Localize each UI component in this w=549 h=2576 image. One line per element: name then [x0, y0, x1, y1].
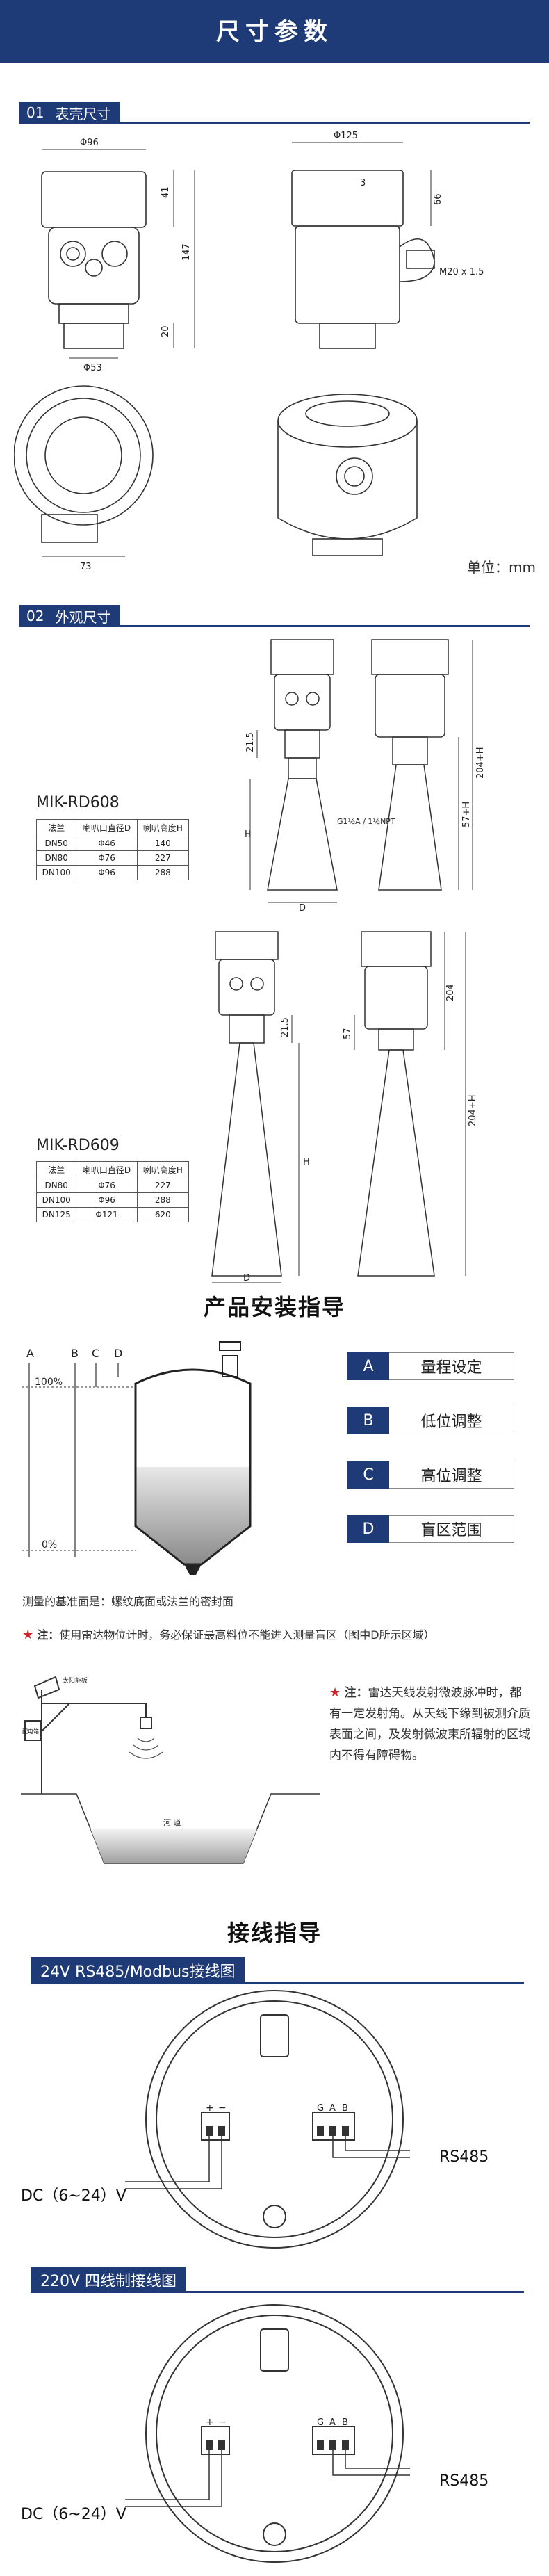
- housing-dimension-drawing: Φ96 41 147 20 Φ53 Φ125 3 66 M20 x 1.5 73: [14, 131, 484, 572]
- dim-3: 3: [360, 178, 366, 188]
- rd608-dim-h: H: [245, 829, 252, 840]
- rd608-dim-21-5: 21.5: [245, 732, 256, 752]
- terminal-plus: +: [206, 2417, 214, 2428]
- rd609-dim-204h: 204+H: [468, 1095, 478, 1126]
- wiring-220v-heading: 220V 四线制接线图: [31, 2267, 187, 2293]
- dim-41: 41: [161, 186, 171, 198]
- install-title: 产品安装指导: [203, 1294, 345, 1320]
- tank-level-100: 100%: [35, 1377, 63, 1388]
- rd608-dim-d: D: [299, 903, 306, 911]
- wiring-24v-rule: [31, 1982, 524, 1984]
- rd608-thread: G1½A / 1½NPT: [337, 817, 395, 826]
- river-install-diagram: 太阳能板 配电箱 河 道: [21, 1676, 320, 1864]
- rd609-dim-57: 57: [343, 1028, 353, 1039]
- river-label: 河 道: [163, 1817, 181, 1827]
- legend-item-b: B 低位调整: [347, 1407, 521, 1434]
- dim-20: 20: [161, 325, 171, 337]
- rd609-dim-21-5: 21.5: [280, 1017, 290, 1037]
- terminal-minus: −: [218, 2417, 227, 2428]
- dim-d125: Φ125: [334, 131, 358, 141]
- dim-66: 66: [433, 193, 443, 205]
- dim-d53: Φ53: [83, 363, 102, 373]
- tank-label-c: C: [92, 1347, 99, 1360]
- terminal-g: G: [317, 2103, 324, 2114]
- rd609-dim-204: 204: [445, 984, 456, 1001]
- section-label: 外观尺寸: [51, 605, 121, 627]
- rd608-dim-204h: 204+H: [475, 747, 486, 779]
- page-title: 尺寸参数: [216, 18, 333, 46]
- install-legend: A 量程设定 B 低位调整 C 高位调整 D 盲区范围: [347, 1352, 521, 1543]
- header-bar: [0, 0, 549, 63]
- section-number: 02: [19, 605, 51, 627]
- terminal-a: A: [329, 2417, 336, 2428]
- terminal-b: B: [342, 2103, 348, 2114]
- solar-panel-label: 太阳能板: [63, 1676, 88, 1685]
- wiring-220v-dc-label: DC（6~24）V: [21, 2506, 126, 2523]
- tank-level-0: 0%: [42, 1539, 57, 1550]
- section-02-heading: 02 外观尺寸: [19, 605, 121, 627]
- terminal-b: B: [342, 2417, 348, 2428]
- rd608-dimension-drawing: 21.5 H D 204+H 57+H G1½A / 1½NPT: [245, 639, 486, 911]
- wiring-24v-heading: 24V RS485/Modbus接线图: [31, 1957, 245, 1984]
- wiring-title: 接线指导: [227, 1920, 322, 1946]
- rd609-dimension-drawing: 21.5 H D 204 57 204+H: [211, 931, 478, 1283]
- tank-diagram: A B C D 100% 0%: [22, 1341, 252, 1575]
- section-01-rule: [19, 122, 530, 124]
- microwave-note: ★ 注：雷达天线发射微波脉冲时，都有一定发射角。从天线下缘到被测介质表面之间，及…: [329, 1685, 530, 1763]
- control-box-label: 配电箱: [22, 1728, 39, 1735]
- legend-item-c: C 高位调整: [347, 1461, 521, 1489]
- dim-147: 147: [181, 243, 192, 261]
- blind-zone-note: ★ 注：使用雷达物位计时，务必保证最高料位不能进入测量盲区（图中D所示区域）: [22, 1628, 435, 1642]
- section-01-heading: 01 表壳尺寸: [19, 102, 121, 124]
- wiring-24v-diagram: + − G A B: [125, 1990, 410, 2249]
- wiring-220v-diagram: + − G A B: [125, 2304, 410, 2563]
- dim-73: 73: [80, 562, 92, 572]
- rd609-dim-d: D: [243, 1273, 250, 1283]
- legend-item-d: D 盲区范围: [347, 1515, 521, 1543]
- tank-label-d: D: [114, 1347, 122, 1360]
- terminal-minus: −: [218, 2103, 227, 2114]
- terminal-g: G: [317, 2417, 324, 2428]
- star-icon: ★: [22, 1628, 34, 1642]
- rd608-model: MIK-RD608: [36, 794, 120, 811]
- rd608-dim-57h: 57+H: [461, 802, 472, 827]
- legend-item-a: A 量程设定: [347, 1352, 521, 1380]
- section-02-rule: [19, 625, 530, 627]
- star-icon: ★: [329, 1685, 341, 1700]
- rd609-model: MIK-RD609: [36, 1137, 120, 1154]
- wiring-24v-rs485-label: RS485: [439, 2148, 489, 2166]
- tank-label-b: B: [71, 1347, 79, 1360]
- section-label: 表壳尺寸: [51, 102, 121, 124]
- wiring-24v-dc-label: DC（6~24）V: [21, 2187, 126, 2205]
- section-number: 01: [19, 102, 51, 124]
- rd609-dim-h: H: [303, 1157, 310, 1167]
- tank-label-a: A: [26, 1347, 34, 1360]
- terminal-a: A: [329, 2103, 336, 2114]
- wiring-220v-rs485-label: RS485: [439, 2472, 489, 2490]
- base-note: 测量的基准面是：螺纹底面或法兰的密封面: [22, 1595, 234, 1608]
- dim-m20: M20 x 1.5: [439, 267, 484, 277]
- terminal-plus: +: [206, 2103, 214, 2114]
- dim-d96: Φ96: [80, 138, 99, 148]
- unit-label: 单位：mm: [467, 559, 536, 576]
- wiring-220v-rule: [31, 2291, 524, 2293]
